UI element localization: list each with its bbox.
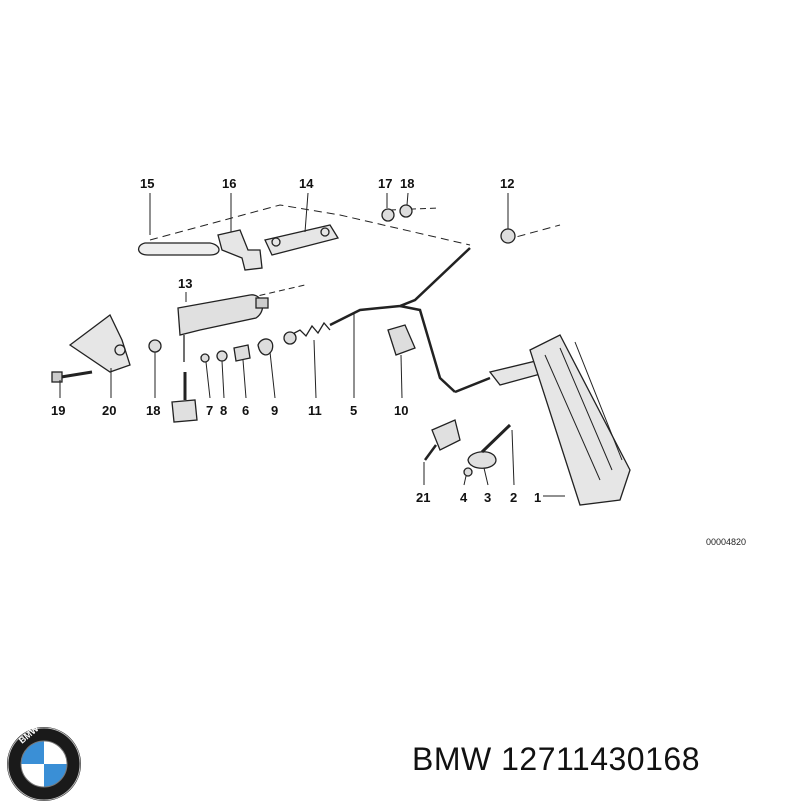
part-14-bracket xyxy=(264,224,340,256)
label-17: 17 xyxy=(378,176,392,191)
label-6: 6 xyxy=(242,403,249,418)
dashed-guide-top xyxy=(149,204,471,246)
part-17-nut xyxy=(381,208,395,222)
dashed-guide-right xyxy=(504,224,561,241)
label-4: 4 xyxy=(460,490,468,505)
label-9: 9 xyxy=(271,403,278,418)
reference-code: 00004820 xyxy=(706,537,746,547)
label-2: 2 xyxy=(510,490,517,505)
bmw-logo-icon: BMW xyxy=(7,726,81,801)
label-13: 13 xyxy=(178,276,192,291)
label-18-left: 18 xyxy=(146,403,160,418)
part-2-screw xyxy=(480,423,512,454)
part-12-nut xyxy=(500,228,516,244)
label-20: 20 xyxy=(102,403,116,418)
label-14: 14 xyxy=(299,176,314,191)
label-12: 12 xyxy=(500,176,514,191)
label-15: 15 xyxy=(140,176,154,191)
part-16-clip xyxy=(217,229,263,271)
part-block xyxy=(171,399,198,423)
label-7: 7 xyxy=(206,403,213,418)
label-5: 5 xyxy=(350,403,357,418)
part-5-rod xyxy=(329,247,471,327)
part-1-pedal xyxy=(529,334,631,506)
part-20-bracket xyxy=(68,314,131,373)
label-19: 19 xyxy=(51,403,65,418)
label-1: 1 xyxy=(534,490,541,505)
label-10: 10 xyxy=(394,403,408,418)
part-11-spring xyxy=(284,321,331,339)
label-11: 11 xyxy=(308,403,322,418)
part-21-bolt xyxy=(431,419,461,451)
label-8: 8 xyxy=(220,403,227,418)
part-18-nut xyxy=(399,204,413,218)
part-10-clip xyxy=(387,324,416,356)
part-9 xyxy=(257,338,274,356)
part-15-rod xyxy=(137,242,220,256)
part-4-nut xyxy=(463,467,473,477)
part-3-stop xyxy=(467,451,497,469)
dashed-guide-17 xyxy=(389,207,439,211)
part-13-cylinder xyxy=(177,294,264,336)
part-number-caption: BMW 12711430168 xyxy=(412,741,700,777)
label-3: 3 xyxy=(484,490,491,505)
part-8 xyxy=(216,350,228,362)
label-18-top: 18 xyxy=(400,176,414,191)
label-21: 21 xyxy=(416,490,430,505)
part-18-left-nut xyxy=(148,339,162,353)
part-6 xyxy=(233,344,251,362)
label-16: 16 xyxy=(222,176,236,191)
part-7 xyxy=(200,353,210,363)
